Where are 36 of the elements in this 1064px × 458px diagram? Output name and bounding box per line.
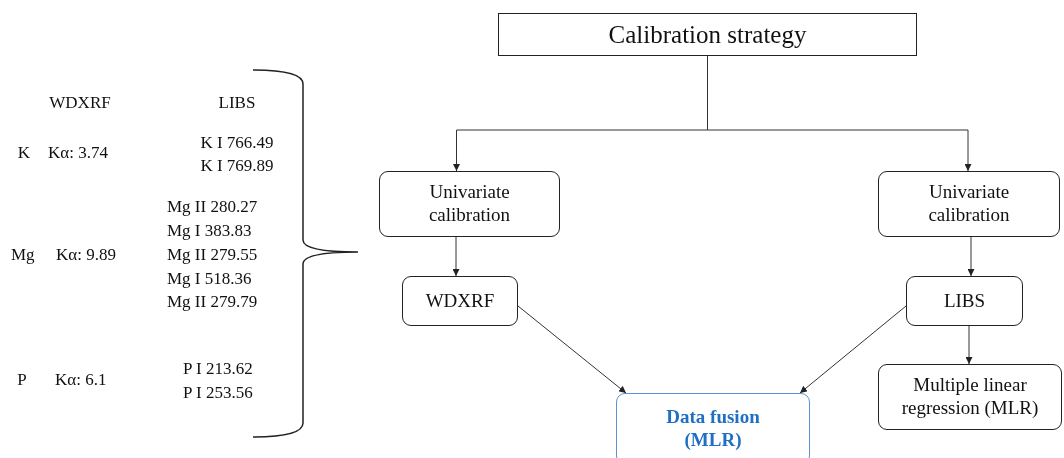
table-label: P I 213.62: [183, 360, 253, 377]
node-label: WDXRF: [425, 289, 495, 313]
table-label: Kα: 6.1: [55, 371, 107, 388]
arrow: [965, 325, 973, 365]
node-label: Multiple linear regression (MLR): [900, 374, 1040, 420]
table-label: Mg: [11, 246, 35, 263]
process-box: [402, 276, 518, 326]
arrow: [799, 305, 907, 394]
node-label: Data fusion (MLR): [665, 406, 761, 452]
table-label: K: [17, 144, 31, 161]
highlight-box: [616, 393, 810, 458]
table-label: Kα: 9.89: [56, 246, 116, 263]
table-label: K I 769.89: [200, 157, 274, 174]
table-label: Mg II 279.55: [167, 246, 258, 263]
table-label: Kα: 3.74: [48, 144, 108, 161]
process-box: [878, 364, 1062, 430]
process-box: [878, 171, 1060, 237]
arrow: [517, 305, 627, 394]
table-label: P I 253.56: [183, 384, 253, 401]
table-label: Mg I 383.83: [167, 222, 252, 239]
node-label: Univariate calibration: [927, 181, 1011, 227]
arrow: [967, 236, 975, 277]
table-label: K I 766.49: [200, 134, 274, 151]
arrow: [452, 236, 460, 277]
table-label: Mg II 279.79: [167, 293, 258, 310]
table-label: WDXRF: [49, 94, 111, 111]
table-label: Mg II 280.27: [167, 198, 258, 215]
process-box: [379, 171, 560, 237]
node-label: LIBS: [943, 289, 986, 313]
table-label: P: [17, 371, 27, 388]
process-box: [906, 276, 1023, 326]
table-label: Mg I 518.36: [167, 270, 252, 287]
node-label: Univariate calibration: [427, 181, 512, 227]
title-box: [498, 13, 917, 56]
node-label: Calibration strategy: [608, 19, 807, 50]
table-label: LIBS: [218, 94, 256, 111]
